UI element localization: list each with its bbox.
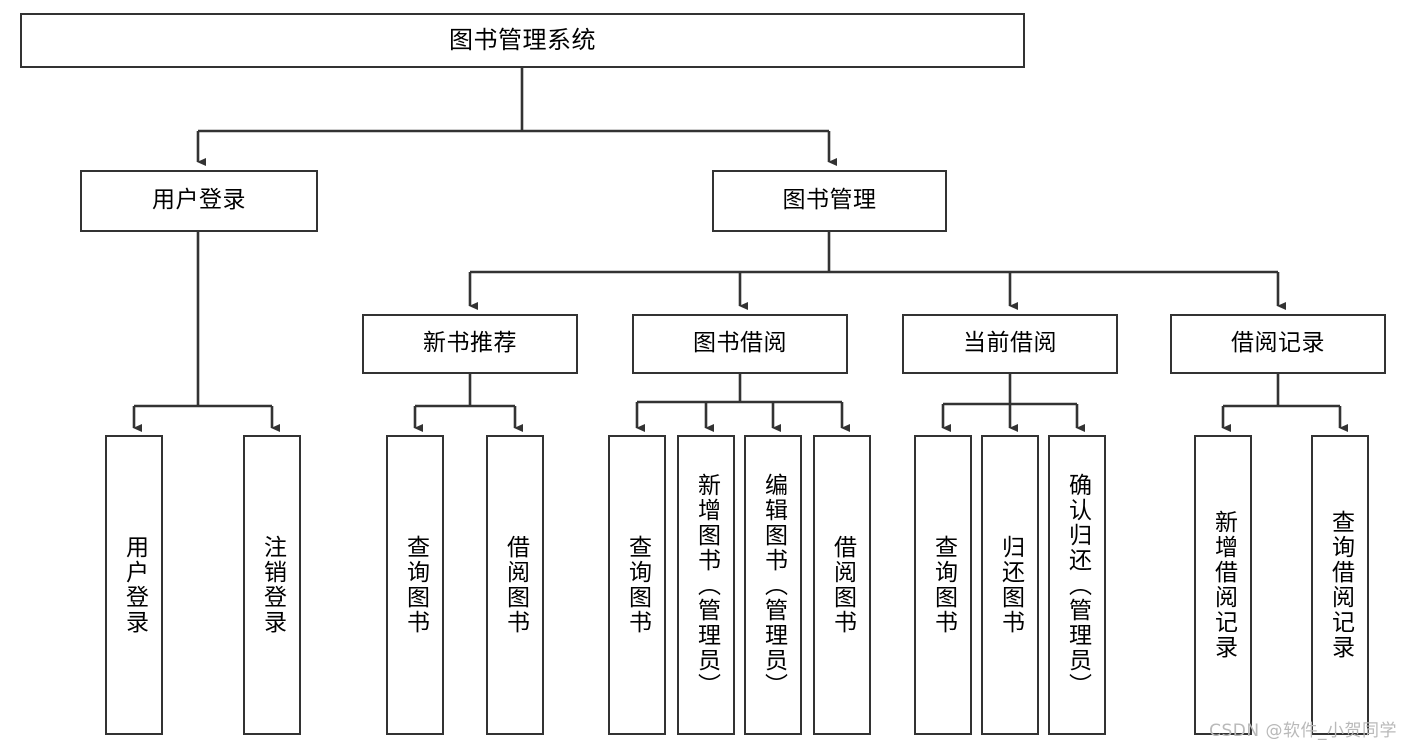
node-leaf-query-book-1[interactable]: 查询图书 xyxy=(386,435,444,735)
node-label: 查询图书 xyxy=(624,535,651,635)
node-leaf-edit-book[interactable]: 编辑图书（管理员） xyxy=(744,435,802,735)
node-label: 归还图书 xyxy=(997,535,1024,635)
node-leaf-confirm-return[interactable]: 确认归还（管理员） xyxy=(1048,435,1106,735)
node-leaf-query-record[interactable]: 查询借阅记录 xyxy=(1311,435,1369,735)
node-label: 借阅记录 xyxy=(1231,330,1325,357)
node-leaf-return-book[interactable]: 归还图书 xyxy=(981,435,1039,735)
node-label: 新增借阅记录 xyxy=(1210,510,1237,660)
node-book-borrow[interactable]: 图书借阅 xyxy=(632,314,848,374)
node-book-management-system[interactable]: 图书管理系统 xyxy=(20,13,1025,68)
node-leaf-logout[interactable]: 注销登录 xyxy=(243,435,301,735)
node-label: 图书管理 xyxy=(782,187,877,214)
node-label: 编辑图书（管理员） xyxy=(760,472,787,698)
node-new-book-recommend[interactable]: 新书推荐 xyxy=(362,314,578,374)
node-label: 当前借阅 xyxy=(963,330,1057,357)
node-leaf-add-record[interactable]: 新增借阅记录 xyxy=(1194,435,1252,735)
node-label: 图书管理系统 xyxy=(449,26,596,55)
node-current-borrow[interactable]: 当前借阅 xyxy=(902,314,1118,374)
node-label: 新书推荐 xyxy=(423,330,517,357)
node-label: 注销登录 xyxy=(259,535,286,635)
node-borrow-record[interactable]: 借阅记录 xyxy=(1170,314,1386,374)
node-label: 借阅图书 xyxy=(829,535,856,635)
node-label: 用户登录 xyxy=(152,187,246,214)
node-leaf-query-book-3[interactable]: 查询图书 xyxy=(914,435,972,735)
node-label: 查询图书 xyxy=(402,535,429,635)
node-leaf-add-book[interactable]: 新增图书（管理员） xyxy=(677,435,735,735)
node-label: 用户登录 xyxy=(121,535,148,635)
node-leaf-user-login[interactable]: 用户登录 xyxy=(105,435,163,735)
node-user-login[interactable]: 用户登录 xyxy=(80,170,318,232)
csdn-watermark: CSDN @软件_小贺同学 xyxy=(1209,721,1397,741)
node-label: 借阅图书 xyxy=(502,535,529,635)
node-book-management[interactable]: 图书管理 xyxy=(712,170,947,232)
node-label: 确认归还（管理员） xyxy=(1064,472,1091,698)
node-leaf-borrow-book-1[interactable]: 借阅图书 xyxy=(486,435,544,735)
node-label: 查询图书 xyxy=(930,535,957,635)
node-label: 图书借阅 xyxy=(693,330,787,357)
node-label: 查询借阅记录 xyxy=(1327,510,1354,660)
node-leaf-borrow-book-2[interactable]: 借阅图书 xyxy=(813,435,871,735)
node-label: 新增图书（管理员） xyxy=(693,472,720,698)
node-leaf-query-book-2[interactable]: 查询图书 xyxy=(608,435,666,735)
